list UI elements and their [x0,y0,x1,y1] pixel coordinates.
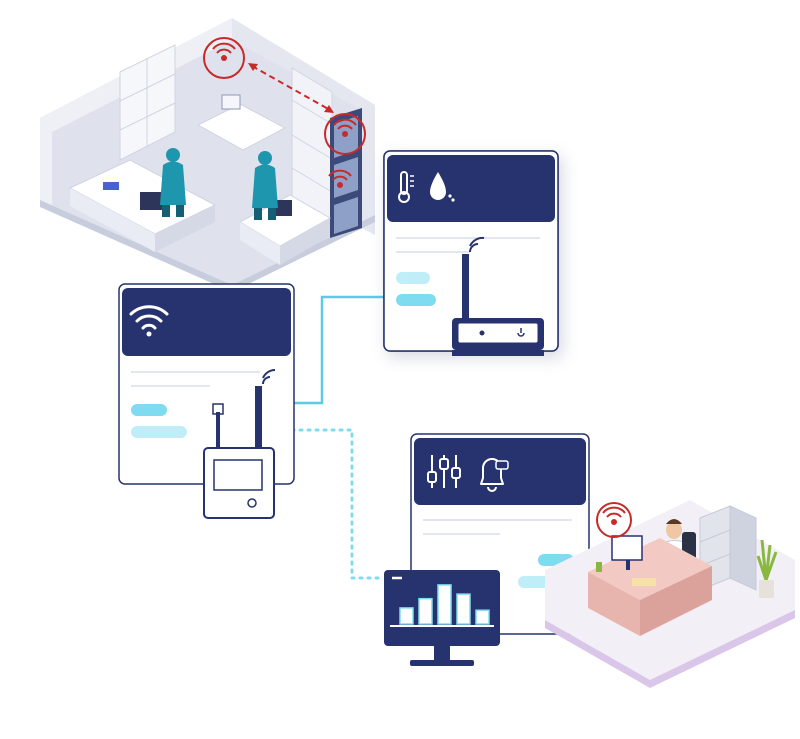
lab-wall-right [232,18,375,235]
sensor-range-arrow [248,63,334,113]
dashboard-bar [475,609,490,625]
dashboard-bar-chart [399,584,490,625]
lab-sensor-alert-3 [328,169,352,188]
dashboard-monitor-icon [384,570,500,666]
lab-wall-left [40,18,232,205]
field-pill [131,404,167,416]
lab-scientist-left [160,148,186,217]
lab-sensor-alert-2 [324,113,366,155]
gateway-router-icon [203,369,276,519]
wifi-icon [129,305,169,337]
gateway-card [118,283,295,519]
bell-alert-icon [480,458,509,492]
wireless-sensor-icon [452,236,544,356]
field-pill [396,272,430,284]
water-drop-icon [430,172,455,202]
laboratory-scene [40,18,375,292]
sliders-icon [427,455,461,488]
thermometer-icon [398,171,414,203]
lab-bench-back [196,94,287,151]
lab-cabinet-right [291,67,333,226]
link-gateway-to-dashboard [194,428,386,580]
lab-scientist-right [252,151,278,220]
lab-sensor-alert-1 [203,37,245,79]
dashboard-bar [399,607,414,625]
environment-sensor-card [383,150,559,356]
field-pill [131,426,187,438]
office-scene [545,500,795,688]
office-desk [588,535,712,636]
office-plant [756,539,778,598]
dashboard-bar [418,597,433,625]
office-floor-edge [545,610,795,688]
field-pill [396,294,436,306]
lab-bench-right [238,194,332,265]
dashboard-bar [456,593,471,625]
lab-cabinet-left [119,44,176,161]
office-alert-signal [596,502,632,538]
dashboard-bar [437,584,452,625]
